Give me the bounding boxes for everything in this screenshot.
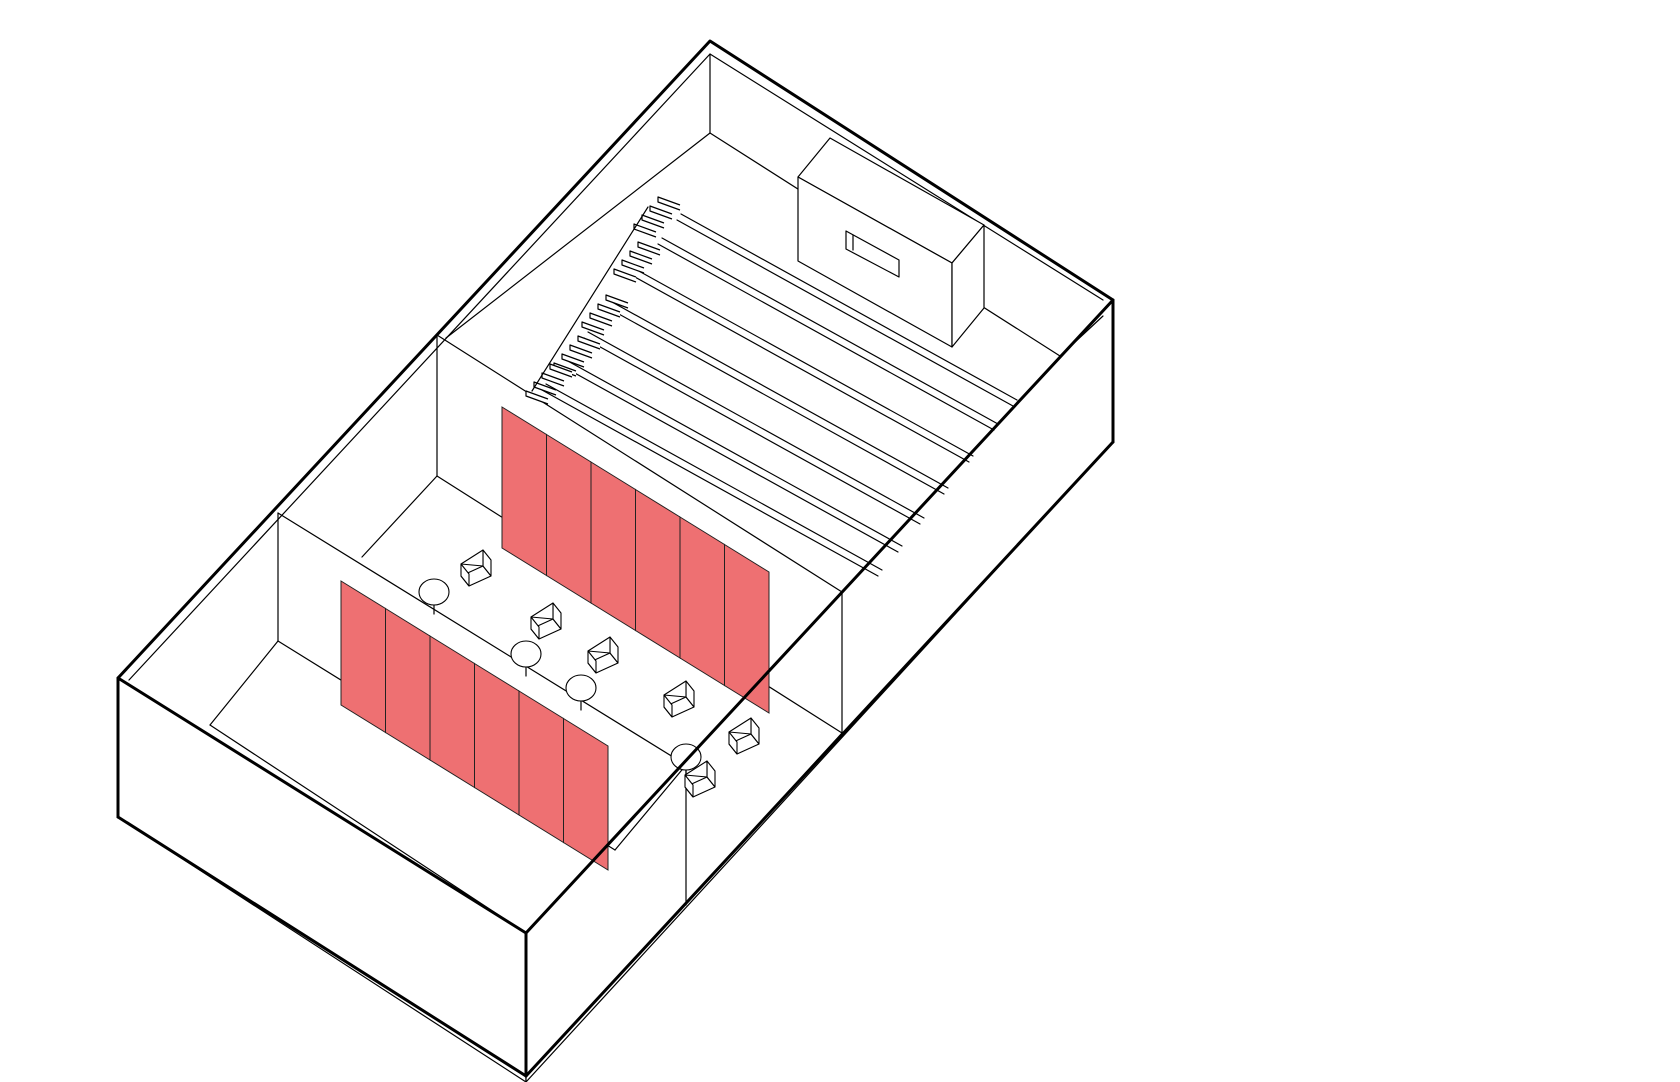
chair-arm-4: [663, 694, 673, 718]
stair-stringer: [531, 206, 649, 392]
stair-step-13: [577, 335, 601, 350]
chair-arm-5: [728, 731, 738, 755]
chair-side-5: [728, 717, 752, 735]
chair-arm-1: [460, 563, 470, 587]
chair-side-4: [663, 680, 687, 698]
stair-step-3: [641, 214, 665, 229]
partition-2-front-edge: [614, 764, 687, 851]
tiered-seating: [541, 213, 1018, 577]
partition-1-top: [436, 334, 843, 593]
tier-riser-6: [561, 365, 899, 553]
stair-step-7: [621, 259, 645, 274]
tier-riser-7: [541, 389, 879, 577]
panel-front-1: [340, 580, 386, 734]
tier-edge-5: [587, 331, 925, 519]
front-bottom-left: [116, 815, 528, 1078]
tier-edge-2: [661, 237, 999, 425]
chair-arm-2: [530, 616, 540, 640]
stair-step-19: [533, 381, 557, 396]
chair-side-3: [587, 636, 611, 654]
stair-step-11: [589, 312, 613, 327]
projection-booth: [797, 137, 985, 348]
back-wall-floor-line: [445, 132, 711, 339]
panel-front-5: [518, 690, 564, 844]
panel-back-2: [546, 433, 592, 604]
stair-step-6: [629, 250, 653, 265]
stair-step-2: [649, 205, 673, 220]
tier-edge-1: [680, 213, 1018, 401]
booth-window: [845, 230, 900, 278]
panel-back-6: [724, 543, 770, 714]
stair-step-9: [605, 294, 629, 309]
stair-step-8: [613, 268, 637, 283]
panel-back-5: [679, 516, 725, 687]
tier-riser-3: [632, 275, 970, 463]
front-room-floor-line: [209, 640, 279, 726]
panel-front-2: [385, 607, 431, 761]
panel-front-4: [474, 662, 520, 816]
panel-back-3: [590, 461, 636, 632]
tier-edge-7: [545, 383, 883, 571]
stair-step-14: [569, 344, 593, 359]
stair-step-4: [633, 223, 657, 238]
partition-2-top: [277, 512, 687, 766]
acoustic-panels-front: [340, 580, 609, 871]
stair-step-20: [525, 390, 549, 405]
stair-step-18: [541, 372, 565, 387]
stair-step-5: [637, 241, 661, 256]
staircase: [525, 196, 681, 405]
chair-side-1: [460, 549, 484, 567]
tier-riser-5: [583, 337, 921, 525]
panel-front-6: [563, 717, 609, 871]
chair-side-2: [530, 602, 554, 620]
lounge-furniture: [418, 549, 760, 798]
tier-edge-6: [565, 359, 903, 547]
chair-arm-6: [684, 774, 694, 798]
stair-step-10: [597, 303, 621, 318]
panel-back-1: [501, 406, 547, 577]
tier-edge-4: [611, 301, 949, 489]
tier-riser-2: [657, 243, 995, 431]
chair-side-6: [684, 760, 708, 778]
stair-step-1: [657, 196, 681, 211]
round-table-3: [565, 674, 597, 702]
panel-front-3: [429, 635, 475, 789]
stair-step-12: [581, 321, 605, 336]
tier-riser-1: [676, 219, 1014, 407]
chair-arm-3: [587, 650, 597, 674]
building-outline: [116, 39, 1115, 1078]
stair-step-17: [549, 363, 573, 378]
round-table-2: [510, 640, 542, 668]
tier-riser-4: [607, 307, 945, 495]
acoustic-panels-back: [501, 406, 770, 714]
stair-step-15: [561, 353, 585, 368]
front-bottom-right: [524, 440, 1115, 1078]
round-table-1: [418, 578, 450, 606]
panel-back-4: [635, 488, 681, 659]
tier-edge-3: [636, 269, 974, 457]
lobby-back-floor-line: [361, 475, 438, 558]
building-shell: [117, 299, 1114, 1082]
booth-side: [951, 224, 985, 348]
